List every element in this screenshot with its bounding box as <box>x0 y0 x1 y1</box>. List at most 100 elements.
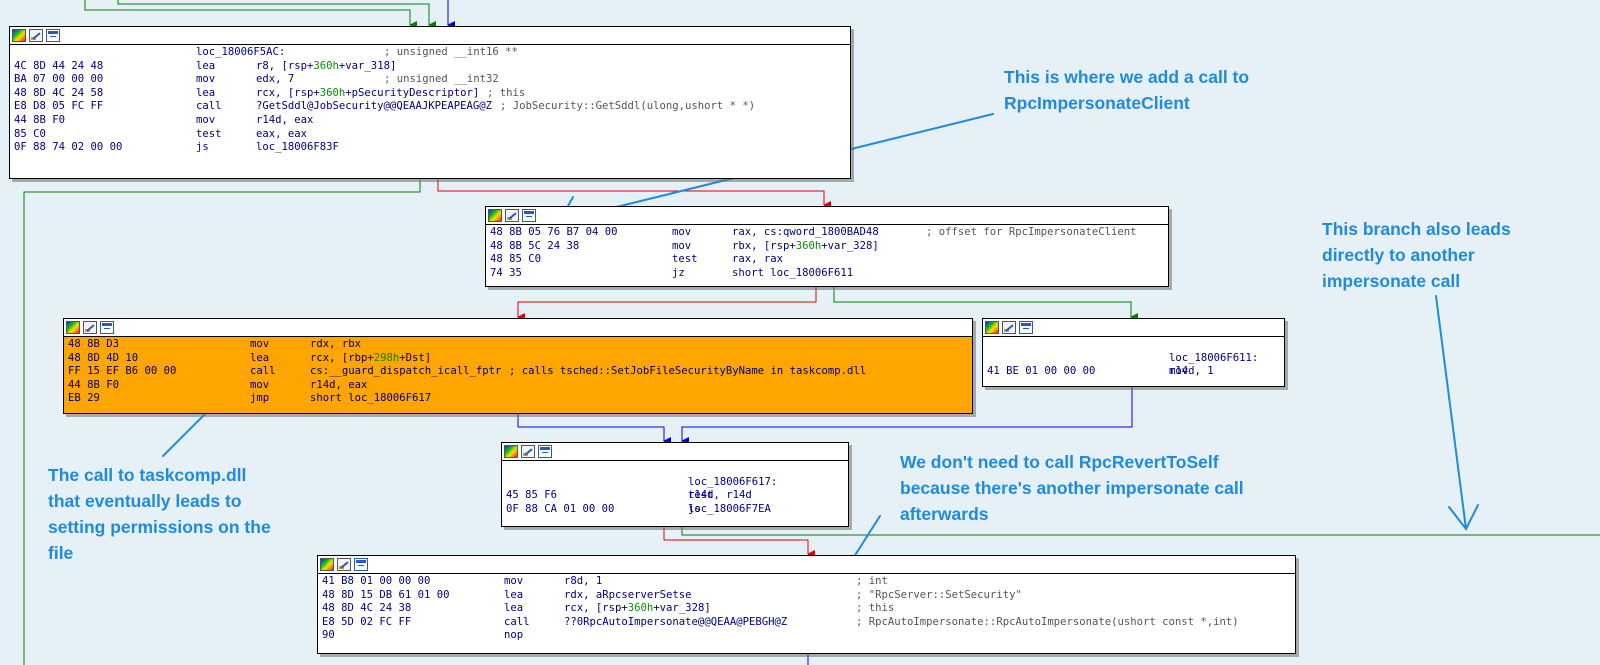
edit-pencil-icon[interactable] <box>337 558 351 571</box>
operand[interactable]: rcx, [rsp+360h+var_328] <box>564 602 711 616</box>
graph-window-icon[interactable] <box>354 558 368 571</box>
operand-text: +var_328] <box>821 239 879 252</box>
code-block-loc-18006F5AC[interactable]: loc_18006F5AC:; unsigned __int16 **4C 8D… <box>9 26 851 179</box>
color-palette-icon[interactable] <box>66 321 80 334</box>
graph-window-icon[interactable] <box>100 321 114 334</box>
code-line[interactable] <box>985 338 1284 352</box>
annotation-add-impersonate-call: This is where we add a call to RpcImpers… <box>1004 67 1250 113</box>
operand[interactable]: rdx, rbx <box>310 338 361 352</box>
code-line[interactable]: loc_18006F611: <box>985 352 1284 366</box>
color-palette-icon[interactable] <box>320 558 334 571</box>
mnemonic: lea <box>196 59 216 72</box>
opcode-bytes: 48 8D 4C 24 38 <box>322 602 412 615</box>
operand[interactable]: short loc_18006F611 <box>732 267 853 281</box>
graph-window-icon[interactable] <box>46 29 60 42</box>
color-palette-icon[interactable] <box>12 29 26 42</box>
operand-text: edx, 7 <box>256 73 295 86</box>
edit-pencil-icon[interactable] <box>521 445 535 458</box>
mnemonic: js <box>196 141 209 154</box>
mnemonic: test <box>196 127 222 140</box>
code-line[interactable] <box>504 462 848 476</box>
mnemonic: mov <box>672 239 692 252</box>
operand[interactable]: rcx, [rbp+298h+Dst] <box>310 352 431 366</box>
edit-pencil-icon[interactable] <box>83 321 97 334</box>
code-comment: ; "RpcServer::SetSecurity" <box>856 588 1022 601</box>
graph-window-icon[interactable] <box>1019 321 1033 334</box>
graph-window-icon[interactable] <box>522 209 536 222</box>
operand-text: rcx, [rsp+ <box>256 86 320 99</box>
mnemonic: lea <box>504 602 524 615</box>
operand[interactable]: r14d, 1 <box>1169 365 1214 379</box>
operand[interactable]: rax, rax <box>732 253 783 267</box>
mnemonic: jz <box>672 266 685 279</box>
edit-pencil-icon[interactable] <box>505 209 519 222</box>
operand[interactable]: rdx, aRpcserverSetse <box>564 589 692 603</box>
operand[interactable]: ?GetSddl@JobSecurity@@QEAAJKPEAPEAG@Z <box>256 100 492 114</box>
operand[interactable]: short loc_18006F617 <box>310 392 431 406</box>
graph-window-icon[interactable] <box>538 445 552 458</box>
operand-text: short loc_18006F617 <box>310 392 432 405</box>
code-comment: ; this <box>487 86 526 99</box>
edit-pencil-icon[interactable] <box>1002 321 1016 334</box>
opcode-bytes: 48 85 C0 <box>490 253 542 266</box>
opcode-bytes: 0F 88 74 02 00 00 <box>14 141 123 154</box>
operand[interactable]: rbx, [rsp+360h+var_328] <box>732 240 879 254</box>
mnemonic: mov <box>250 338 270 350</box>
operand[interactable]: loc_18006F83F <box>256 141 339 155</box>
color-palette-icon[interactable] <box>488 209 502 222</box>
code-line[interactable]: 48 8D 4C 24 38 lea rcx, [rsp+360h+var_328]… <box>320 602 1295 616</box>
operand[interactable]: r14d, eax <box>256 114 313 128</box>
operand[interactable]: cs:__guard_dispatch_icall_fptr <box>310 365 501 379</box>
code-line[interactable]: 0F 88 74 02 00 00 js loc_18006F83F <box>12 141 850 155</box>
operand-text: r8, [rsp+ <box>256 59 314 72</box>
operand[interactable]: rax, cs:qword_1800BAD48 <box>732 226 879 240</box>
operand[interactable]: r14d, eax <box>310 379 367 393</box>
operand[interactable]: rcx, [rsp+360h+pSecurityDescriptor] <box>256 87 479 101</box>
edit-pencil-icon[interactable] <box>29 29 43 42</box>
code-label: loc_18006F611: <box>1169 351 1259 364</box>
code-line[interactable]: loc_18006F617: <box>504 476 848 490</box>
operand[interactable]: ??0RpcAutoImpersonate@@QEAA@PEBGH@Z <box>564 616 787 630</box>
operand-text: r14d, r14d <box>688 489 752 502</box>
operand[interactable]: edx, 7 <box>256 73 294 87</box>
operand[interactable]: r8d, 1 <box>564 575 602 589</box>
operand-text: +pSecurityDescriptor] <box>345 86 480 99</box>
operand[interactable]: loc_18006F7EA <box>688 503 771 517</box>
color-palette-icon[interactable] <box>985 321 999 334</box>
operand[interactable]: r14d, r14d <box>688 489 752 503</box>
mnemonic: nop <box>504 629 524 642</box>
mnemonic: js <box>688 502 701 515</box>
operand[interactable]: r8, [rsp+360h+var_318] <box>256 60 396 74</box>
code-line[interactable]: loc_18006F5AC:; unsigned __int16 ** <box>12 46 850 60</box>
code-comment: ; calls tsched::SetJobFileSecurityByName… <box>509 365 867 378</box>
operand[interactable]: eax, eax <box>256 128 307 142</box>
color-palette-icon[interactable] <box>504 445 518 458</box>
